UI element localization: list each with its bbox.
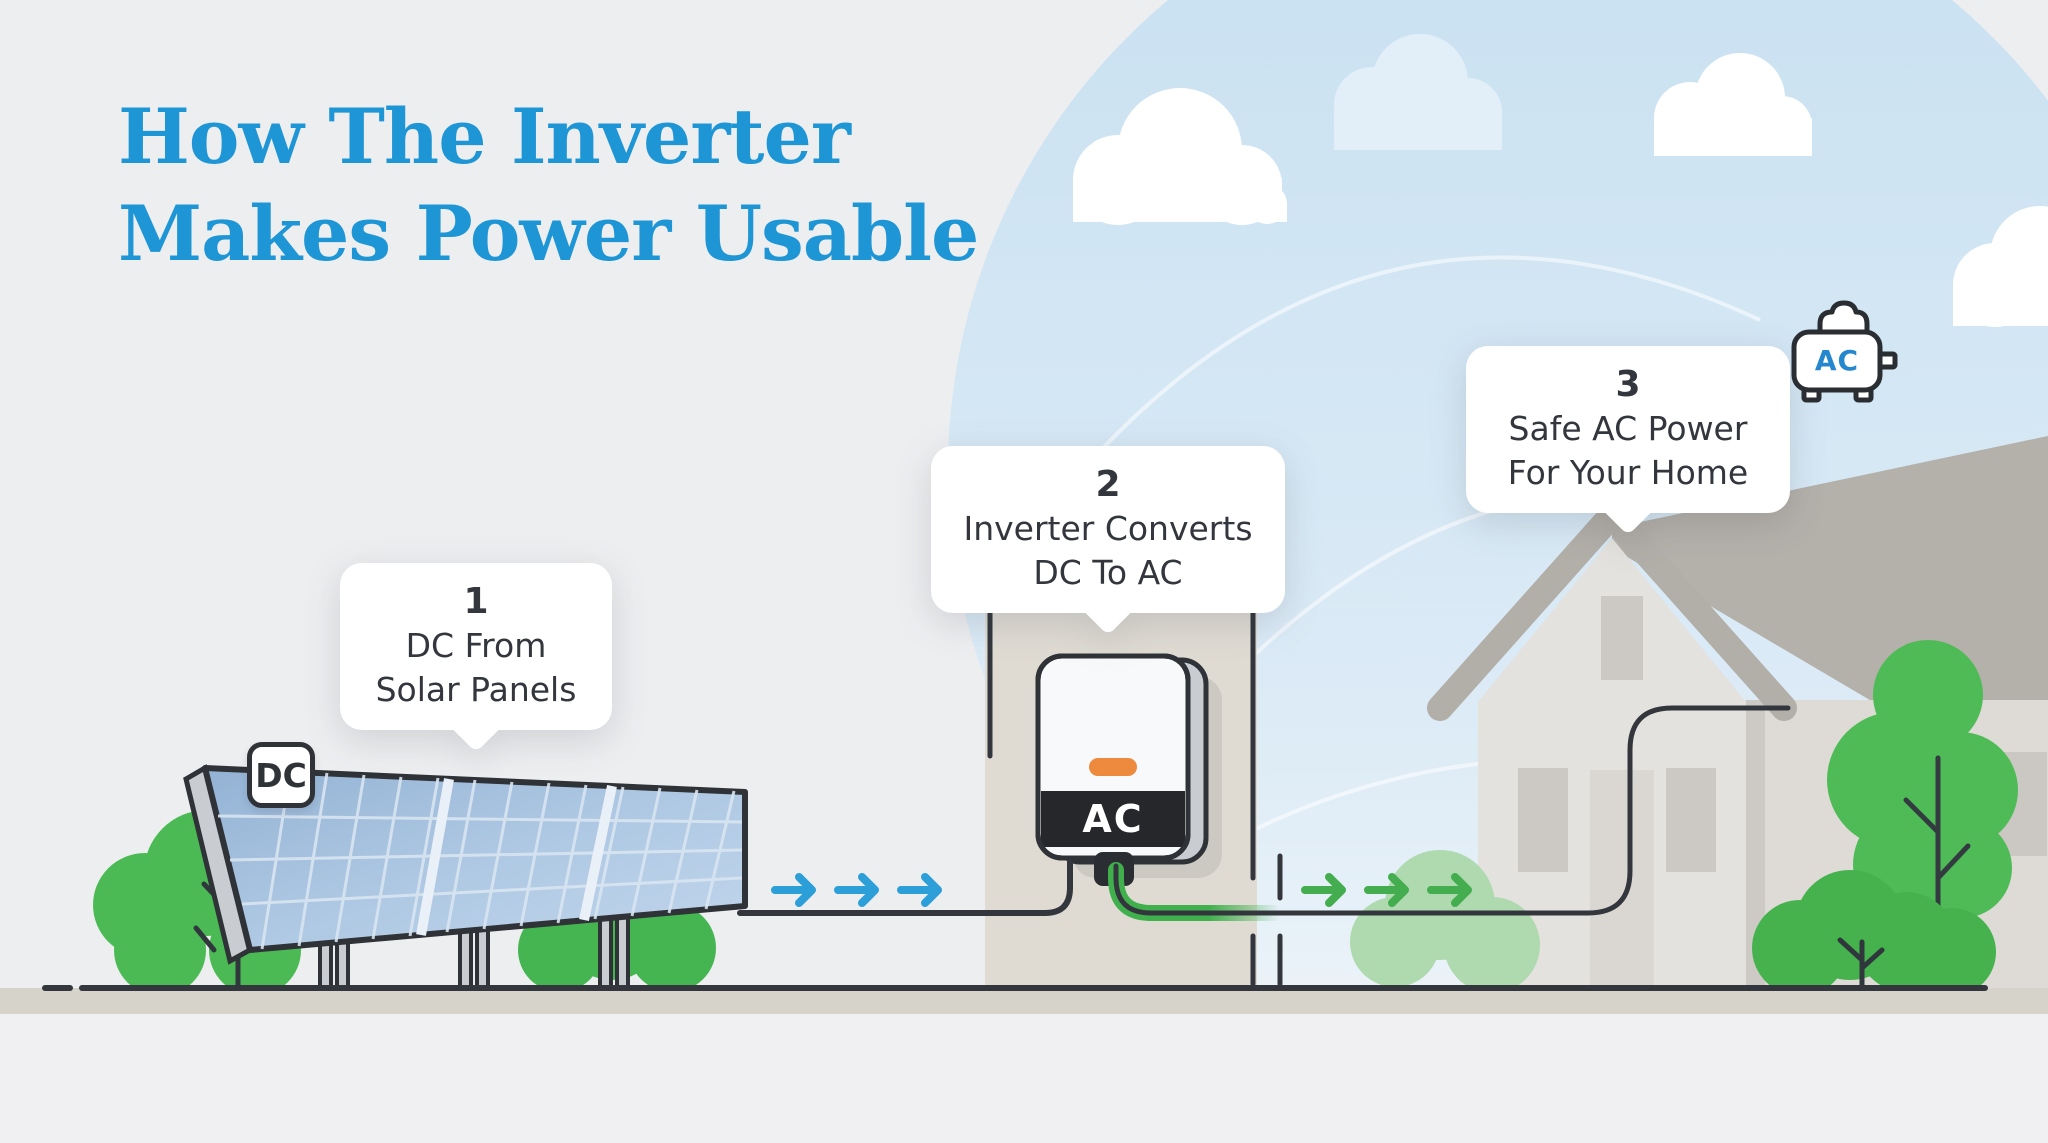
attic-window <box>1601 596 1643 680</box>
callout-step-1: 1 DC From Solar Panels <box>340 563 612 753</box>
step-number: 3 <box>1615 364 1641 405</box>
toaster-icon: AC <box>1786 294 1908 416</box>
cloud-icon-light <box>1334 34 1502 150</box>
step-text: DC From <box>405 626 547 665</box>
inverter-led <box>1089 758 1137 776</box>
foreground <box>0 1014 2048 1143</box>
ac-flow-arrows <box>1301 873 1472 907</box>
house-window <box>1666 768 1716 872</box>
ac-wire-core <box>1113 705 1791 916</box>
ground-strip <box>0 988 2048 1014</box>
bush-light <box>1350 850 1540 993</box>
toaster-ac-label: AC <box>1814 344 1860 377</box>
bush <box>1752 870 1996 996</box>
callout-step-3: 3 Safe AC Power For Your Home <box>1466 346 1790 536</box>
callout-step-2: 2 Inverter Converts DC To AC <box>931 446 1285 636</box>
inverter-ac-label: AC <box>1082 797 1144 841</box>
page-title-line2: Makes Power Usable <box>118 189 979 279</box>
dc-flow-arrows <box>771 873 942 907</box>
cloud-icon <box>1654 53 2048 327</box>
page-title-line1: How The Inverter <box>118 92 851 181</box>
dc-badge-label: DC <box>255 755 307 795</box>
toaster-body <box>1791 329 1883 393</box>
house-door <box>1590 770 1654 988</box>
inverter-ac-band <box>1041 791 1185 847</box>
bread-slice-icon <box>1817 300 1870 336</box>
dc-badge: DC <box>247 742 315 808</box>
house-window <box>1518 768 1568 872</box>
step-text: Inverter Converts <box>963 509 1253 548</box>
step-number: 2 <box>1095 464 1121 505</box>
house-wing-shadow <box>1743 700 1765 988</box>
page-title: How The Inverter Makes Power Usable <box>118 88 979 283</box>
step-text: Safe AC Power <box>1508 409 1748 448</box>
dc-wire <box>737 859 1073 916</box>
step-number: 1 <box>463 581 489 622</box>
toaster-outline <box>1791 300 1898 403</box>
inverter <box>1035 653 1222 886</box>
panel-dividers <box>416 778 617 936</box>
rear-roof <box>1612 436 2048 706</box>
cloud-icon <box>1073 88 1287 225</box>
